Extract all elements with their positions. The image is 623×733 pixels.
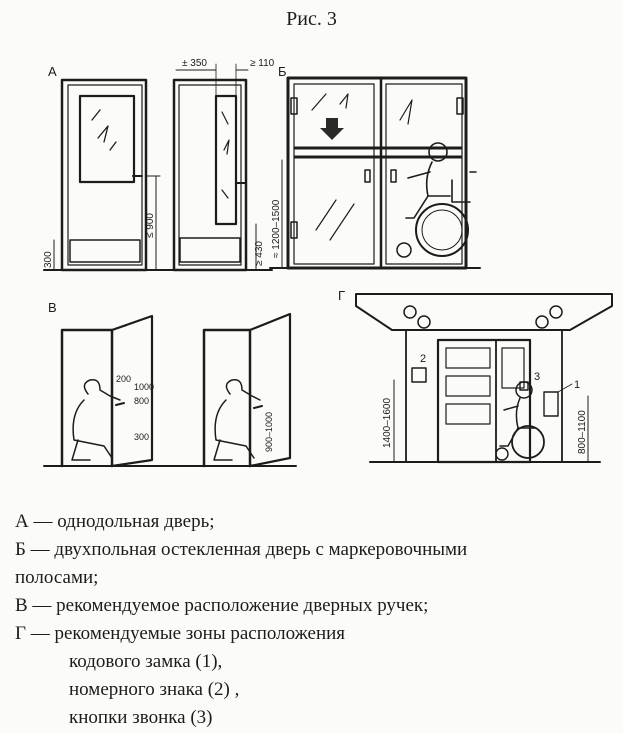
door-leaf xyxy=(178,84,242,266)
dim-marker-height: ≈ 1200–1500 xyxy=(271,199,282,258)
wheelchair-user-icon xyxy=(396,142,477,258)
door-frame xyxy=(60,78,148,272)
legend: А — однодольная дверь; Б — двухпольная о… xyxy=(15,508,615,732)
legend-item-g: Г — рекомендуемые зоны расположения xyxy=(15,623,346,644)
panel-v: В 200 1000 800 300 900–1000 xyxy=(43,300,297,468)
legend-item-b: Б — двухпольная остекленная дверь с марк… xyxy=(15,539,468,560)
door-handle xyxy=(253,405,263,409)
hinge xyxy=(290,221,298,239)
door-opening xyxy=(60,328,114,468)
house-number-sign xyxy=(411,367,427,383)
lamp xyxy=(403,305,417,319)
door-panel xyxy=(445,375,491,397)
dim-kick-plate: 300 xyxy=(43,251,54,268)
dim-top-width: ± 350 xyxy=(182,58,207,69)
door-leaf-left xyxy=(293,83,375,265)
panel-letter-b: Б xyxy=(278,64,287,79)
door-panel xyxy=(501,347,525,389)
door-glass-narrow xyxy=(214,94,238,226)
panel-g: Г 2 3 1 1400–1600 xyxy=(338,288,613,464)
glass-reflection xyxy=(221,111,230,199)
panel-letter-v: В xyxy=(48,300,57,315)
door-handle xyxy=(364,169,371,183)
hinge xyxy=(290,97,298,115)
dim-h4: 300 xyxy=(134,432,149,442)
lamp xyxy=(549,305,563,319)
mark-3: 3 xyxy=(534,371,540,383)
dim-top-right: ≥ 110 xyxy=(250,58,275,69)
panel-letter-a: А xyxy=(48,64,57,79)
glass-reflection xyxy=(91,109,117,151)
dim-h2: 1000 xyxy=(134,382,154,392)
door-leaf-right xyxy=(385,83,463,265)
entrance-door-frame xyxy=(436,338,532,464)
mark-2: 2 xyxy=(420,353,426,365)
panel-letter-g: Г xyxy=(338,288,345,303)
legend-subitem-3: кнопки звонка (3) xyxy=(69,707,213,728)
kick-plate xyxy=(69,239,141,263)
code-lock xyxy=(543,391,559,417)
door-panel xyxy=(445,347,491,369)
legend-item-v: В — рекомендуемое расположение дверных р… xyxy=(15,595,429,616)
kick-plate xyxy=(179,237,241,263)
dim-glass-bottom: ≥ 430 xyxy=(254,241,265,266)
panel-a: А 300 ≤ 900 ± 350 ≥ 110 ≥ 430 xyxy=(43,58,275,272)
legend-item-b-cont: полосами; xyxy=(15,567,99,588)
door-handle xyxy=(115,402,125,406)
open-door-leaf xyxy=(248,312,292,468)
wheelchair-user-icon xyxy=(71,378,121,461)
open-door-leaf xyxy=(110,314,154,468)
wheelchair-user-icon xyxy=(495,381,545,461)
leader-line xyxy=(557,383,573,393)
legend-item-a: А — однодольная дверь; xyxy=(15,511,215,532)
door-handle xyxy=(390,169,397,183)
dim-handle-height: ≤ 900 xyxy=(145,213,156,238)
door-panel xyxy=(445,403,491,425)
door-glass xyxy=(78,94,136,184)
dim-right: 800–1100 xyxy=(577,410,588,454)
door-opening xyxy=(202,328,252,468)
figure-caption: Рис. 3 xyxy=(286,8,337,30)
canopy xyxy=(355,293,613,331)
hinge xyxy=(456,97,464,115)
double-door-frame xyxy=(286,76,468,270)
direction-arrow-icon xyxy=(320,118,344,140)
legend-subitem-2: номерного знака (2) , xyxy=(69,679,240,700)
lamp xyxy=(417,315,431,329)
panel-b: Б ≈ 1200–1500 xyxy=(269,64,481,270)
mark-1: 1 xyxy=(574,379,580,391)
dim-left: 1400–1600 xyxy=(382,398,393,448)
lamp xyxy=(535,315,549,329)
dim-range: 900–1000 xyxy=(264,412,274,452)
wheelchair-user-icon xyxy=(213,378,261,461)
dim-h1: 200 xyxy=(116,374,131,384)
legend-subitem-1: кодового замка (1), xyxy=(69,651,223,672)
door-frame xyxy=(172,78,248,272)
dim-h3: 800 xyxy=(134,396,149,406)
glass-reflection xyxy=(311,93,413,241)
